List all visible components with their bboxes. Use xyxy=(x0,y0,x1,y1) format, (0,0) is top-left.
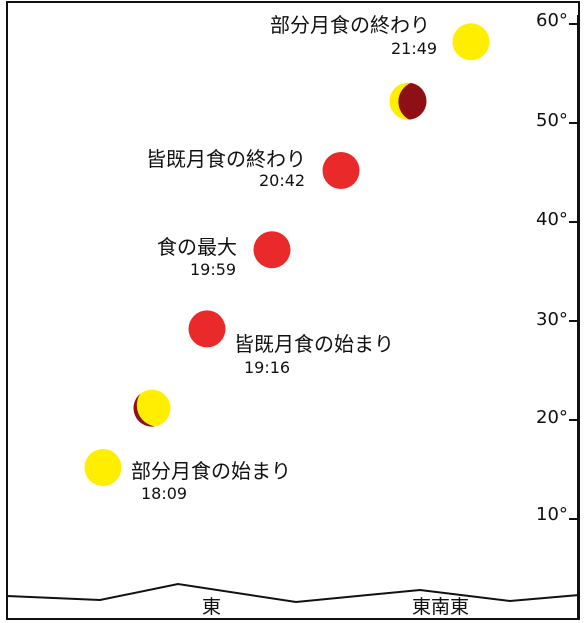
event-time-partial-end: 21:49 xyxy=(391,39,438,58)
eclipsed-moon-disc xyxy=(322,152,360,189)
altitude-tick-10: 10° xyxy=(536,504,568,525)
event-label-partial-start: 部分月食の始まり xyxy=(131,459,291,483)
plot-frame xyxy=(6,1,580,620)
event-time-total-end: 20:42 xyxy=(259,171,306,190)
moon-marker-full xyxy=(84,449,122,486)
moon-lit-part xyxy=(133,389,171,427)
event-label-total-end: 皆既月食の終わり xyxy=(146,147,306,171)
altitude-tick-40: 40° xyxy=(536,209,568,230)
event-label-partial-end: 部分月食の終わり xyxy=(270,13,430,37)
eclipsed-moon-disc xyxy=(253,231,291,269)
moon-marker-total xyxy=(322,152,360,189)
full-moon-disc xyxy=(452,23,490,61)
altitude-tick-60: 60° xyxy=(536,10,568,31)
direction-label-east: 東 xyxy=(202,596,222,618)
event-label-maximum: 食の最大 xyxy=(157,235,237,259)
event-time-total-start: 19:16 xyxy=(244,358,291,377)
earth-shadow xyxy=(398,82,427,120)
moon-marker-total xyxy=(188,310,226,348)
horizon-line xyxy=(6,582,580,604)
direction-label-east-southeast: 東南東 xyxy=(412,596,470,618)
event-time-maximum: 19:59 xyxy=(190,260,237,279)
eclipsed-moon-disc xyxy=(188,310,226,348)
event-label-total-start: 皆既月食の始まり xyxy=(234,332,394,356)
altitude-tick-20: 20° xyxy=(536,407,568,428)
moon-markers xyxy=(84,23,490,486)
moon-marker-total xyxy=(253,231,291,269)
moon-marker-full xyxy=(452,23,490,61)
earth-shadow xyxy=(133,393,155,427)
event-time-partial-start: 18:09 xyxy=(141,484,188,503)
altitude-tick-50: 50° xyxy=(536,110,568,131)
altitude-ticks xyxy=(569,23,578,520)
moon-marker-partial xyxy=(133,389,171,427)
moon-marker-partial xyxy=(389,82,427,120)
full-moon-disc xyxy=(84,449,122,486)
altitude-tick-30: 30° xyxy=(536,309,568,330)
